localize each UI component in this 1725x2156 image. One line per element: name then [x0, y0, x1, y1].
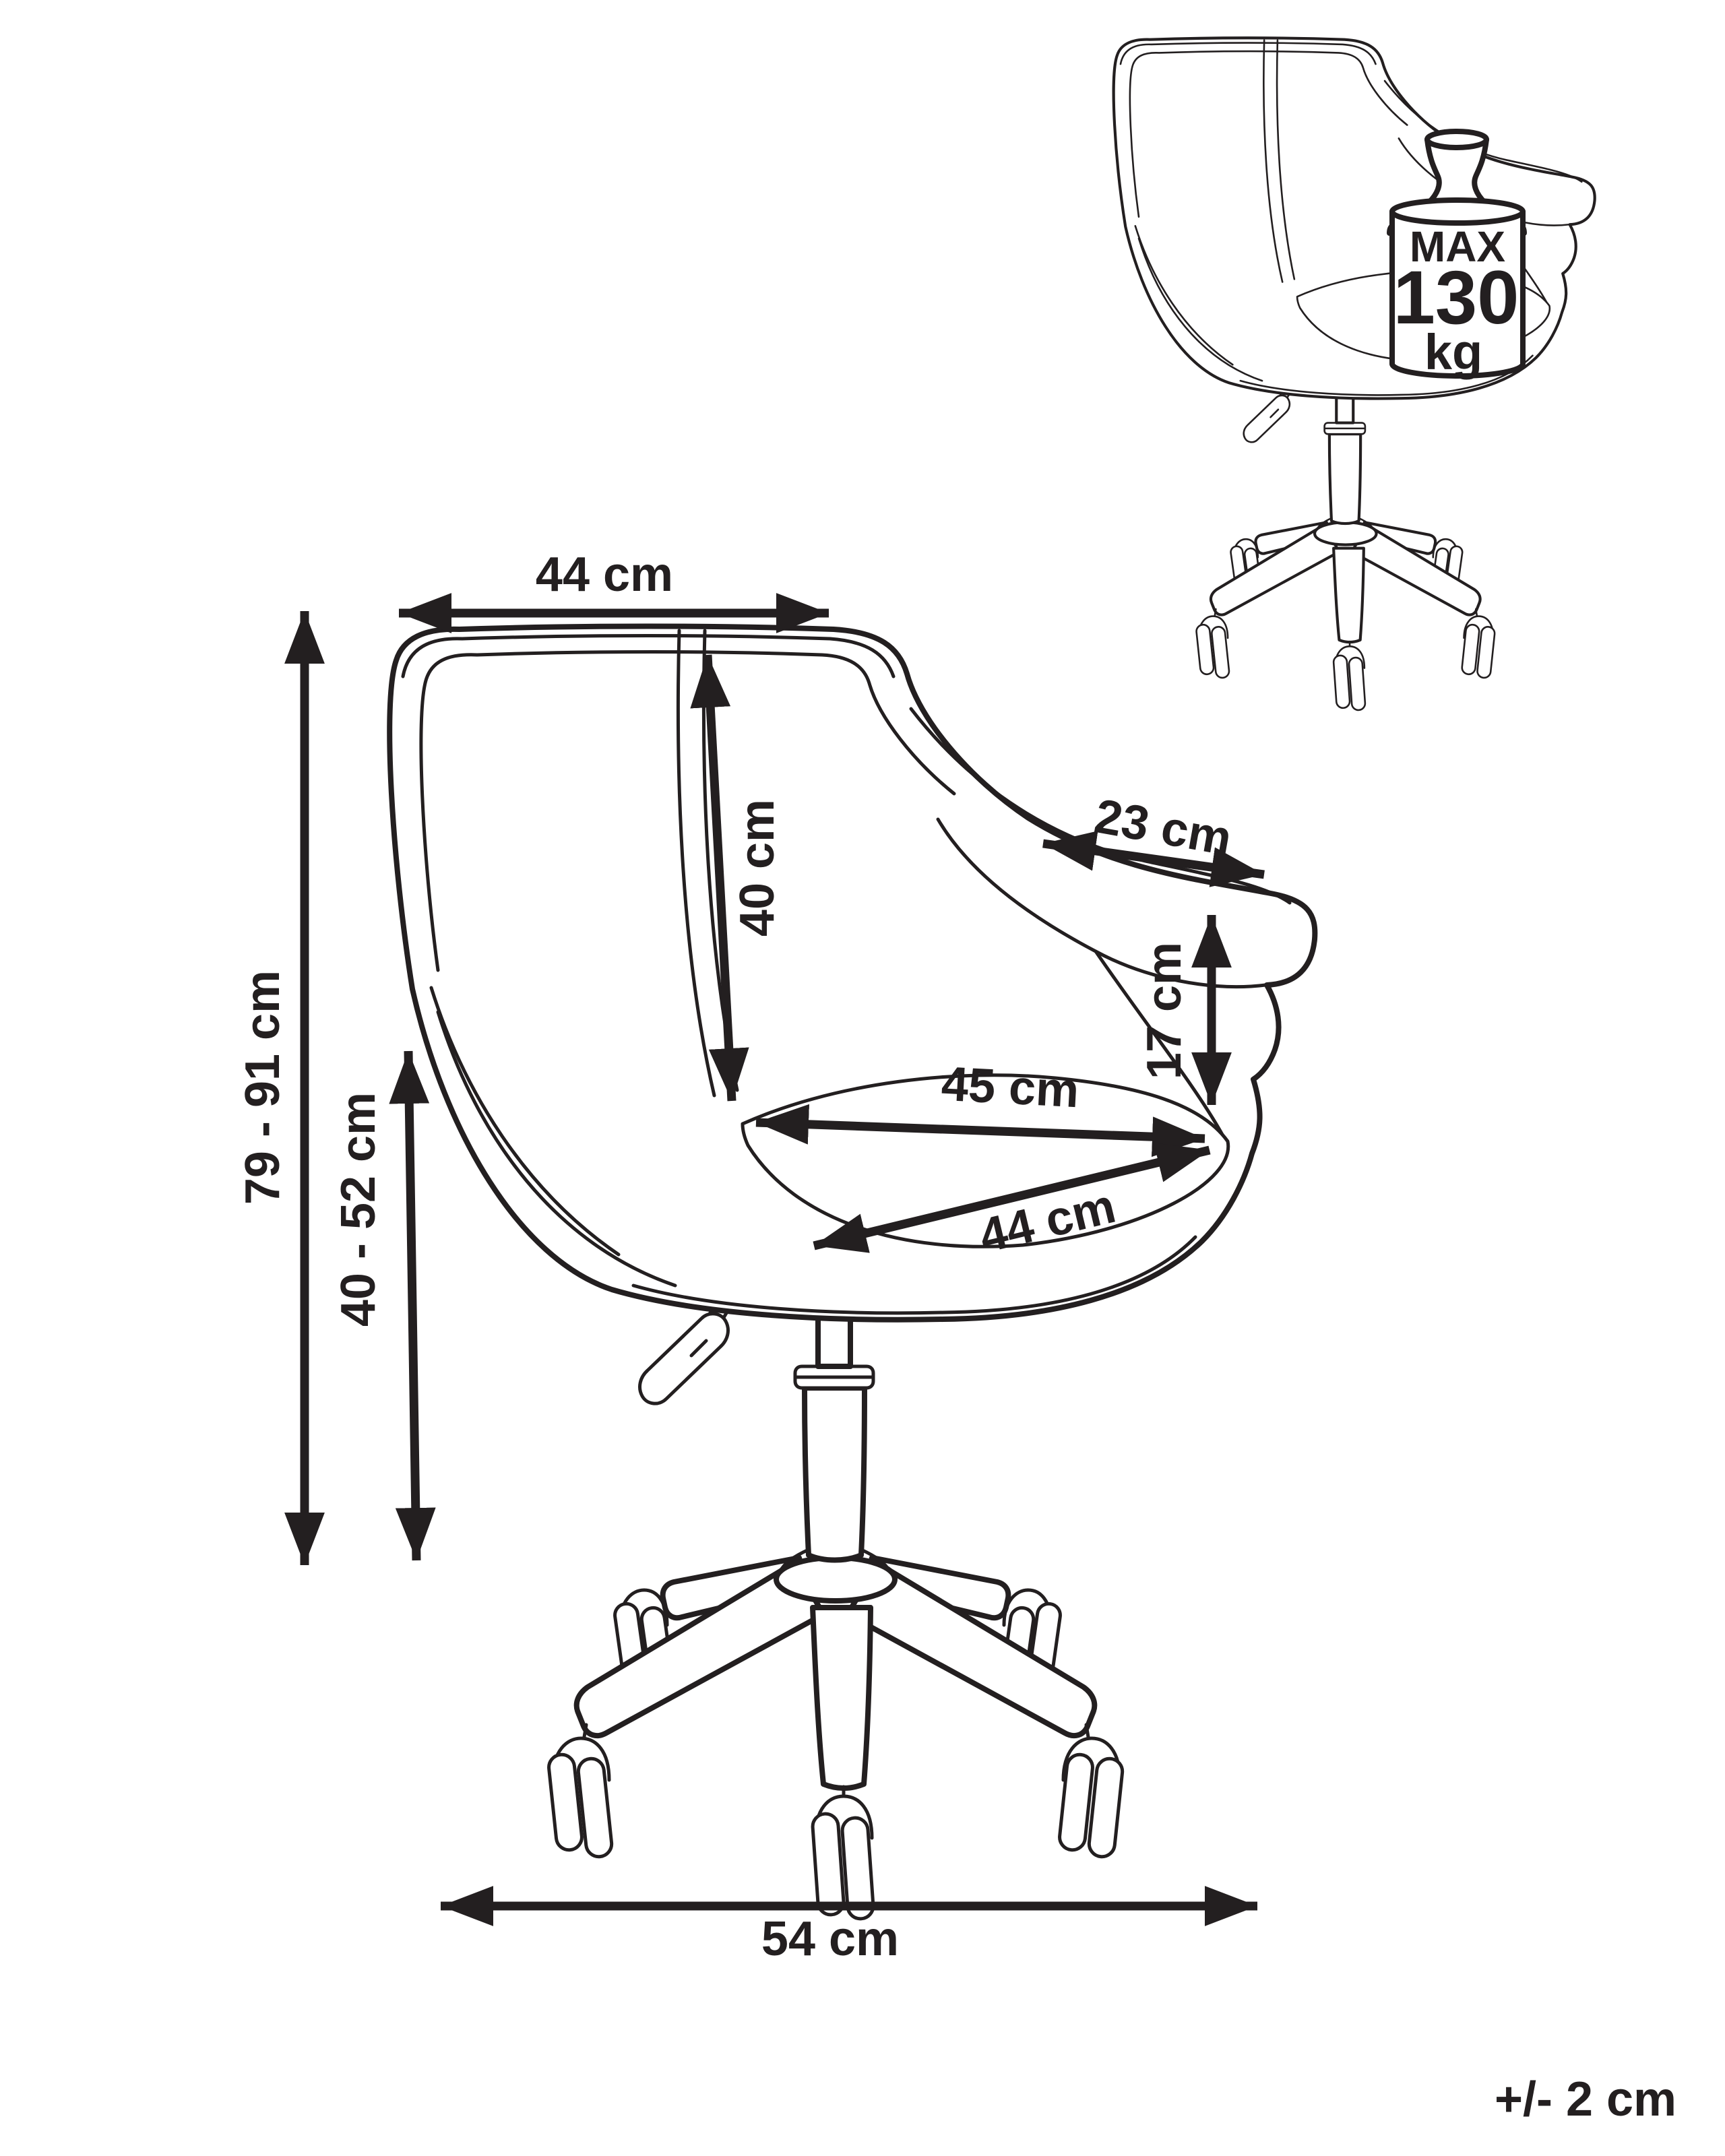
seat-width-arrow [755, 1104, 1205, 1158]
back-width-label: 44 cm [536, 548, 673, 602]
tolerance-note: +/- 2 cm [1495, 2072, 1676, 2126]
seat-height-range-arrow [389, 1050, 436, 1561]
back-height-label: 40 cm [730, 799, 784, 937]
seat-depth-arrow [813, 1143, 1211, 1253]
seat-height-range-label: 40 - 52 cm [332, 1092, 385, 1327]
chair-base [547, 1277, 1125, 1921]
seat-edge-height-label: 17 cm [1137, 942, 1191, 1079]
base-width-label: 54 cm [761, 1912, 899, 1966]
max-load-badge: MAX 130 kg [1387, 129, 1527, 380]
small-chair-drawing [1114, 38, 1595, 710]
dimension-labels: 44 cm 40 cm 23 cm 17 cm 45 cm 44 cm 79 -… [236, 548, 1236, 1966]
armrest-depth-arrow [1042, 831, 1265, 887]
max-load-line1: MAX [1410, 222, 1506, 271]
seat-width-label: 45 cm [940, 1057, 1080, 1118]
max-load-line3: kg [1424, 324, 1482, 380]
weight-icon [1387, 129, 1527, 379]
dimension-arrows [284, 593, 1265, 1926]
back-height-arrow [690, 654, 749, 1102]
total-height-label: 79 - 91 cm [236, 970, 290, 1205]
max-load-line2: 130 [1393, 255, 1519, 340]
